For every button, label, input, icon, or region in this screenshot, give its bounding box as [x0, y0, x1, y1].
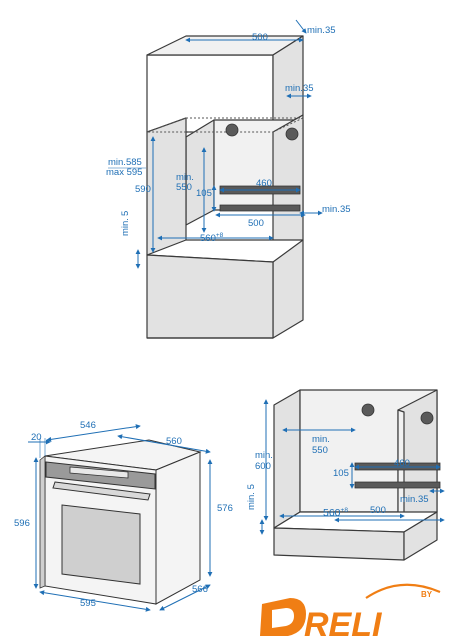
vent-hole-icon	[225, 123, 239, 137]
dim-20: 20	[31, 432, 42, 443]
dim-460: 460	[256, 178, 272, 189]
vent-hole-icon	[420, 411, 434, 425]
drill-icon	[260, 598, 306, 636]
dim-max595: max 595	[106, 167, 142, 178]
dim-500-top: 500	[252, 32, 268, 43]
logo-by: BY	[421, 590, 433, 599]
dim-min35-top: min.35	[307, 25, 336, 36]
dim-550: 550	[176, 182, 192, 193]
oven-drawing	[39, 439, 202, 605]
top-dimensions: 500 min.35 min.35 min.585 max 595 590 mi…	[106, 19, 351, 269]
dim-min550-label: min.	[176, 172, 194, 183]
dim-560-oven: 560	[166, 436, 182, 447]
dim-min600-label: min.	[255, 450, 273, 461]
dim-min550-label: min.	[312, 434, 330, 445]
vent-slot-icon	[354, 481, 441, 489]
logo-text: RELI	[304, 606, 383, 640]
bottom-cabinet-dimensions: min. 600 min. 550 105 460 min.35 min. 5 …	[246, 399, 445, 535]
oven-side	[155, 451, 201, 605]
dim-105: 105	[333, 468, 349, 479]
dim-560: 560+8	[323, 507, 348, 519]
dim-min5: min.5	[120, 211, 131, 236]
cabinet-right-panel	[272, 114, 304, 339]
dim-min585: min.585	[108, 157, 142, 168]
dim-min35: min.35	[400, 494, 429, 505]
dim-590: 590	[135, 184, 151, 195]
cabinet-base	[273, 527, 405, 561]
dim-min5: min. 5	[246, 484, 257, 510]
vent-hole-icon	[285, 127, 299, 141]
dim-500: 500	[370, 505, 386, 516]
dim-min35-back: min.35	[285, 83, 314, 94]
dim-576: 576	[217, 503, 233, 514]
dim-500-niche: 500	[248, 218, 264, 229]
cabinet-left-panel	[273, 389, 301, 529]
dreli-logo: BY RELI	[260, 583, 441, 640]
dim-566: 566	[192, 584, 208, 595]
dim-596: 596	[14, 518, 30, 529]
dim-105: 105	[196, 188, 212, 199]
dim-460: 460	[394, 458, 410, 469]
bottom-cabinet	[273, 389, 441, 561]
cabinet-base	[146, 254, 274, 339]
oven-display	[69, 466, 129, 479]
dim-546: 546	[80, 420, 96, 431]
oven-dimensions: 20 546 560 596 576 595 566	[14, 420, 233, 612]
dim-550: 550	[312, 445, 328, 456]
oven-glass	[61, 504, 141, 585]
dim-560: 560+8	[200, 232, 224, 244]
oven-handle	[52, 481, 151, 501]
oven-flange	[39, 455, 46, 589]
dim-min35-right: min.35	[322, 204, 351, 215]
vent-slot-icon	[219, 204, 301, 212]
top-cabinet	[146, 35, 304, 339]
dim-600: 600	[255, 461, 271, 472]
dim-595: 595	[80, 598, 96, 609]
vent-hole-icon	[361, 403, 375, 417]
